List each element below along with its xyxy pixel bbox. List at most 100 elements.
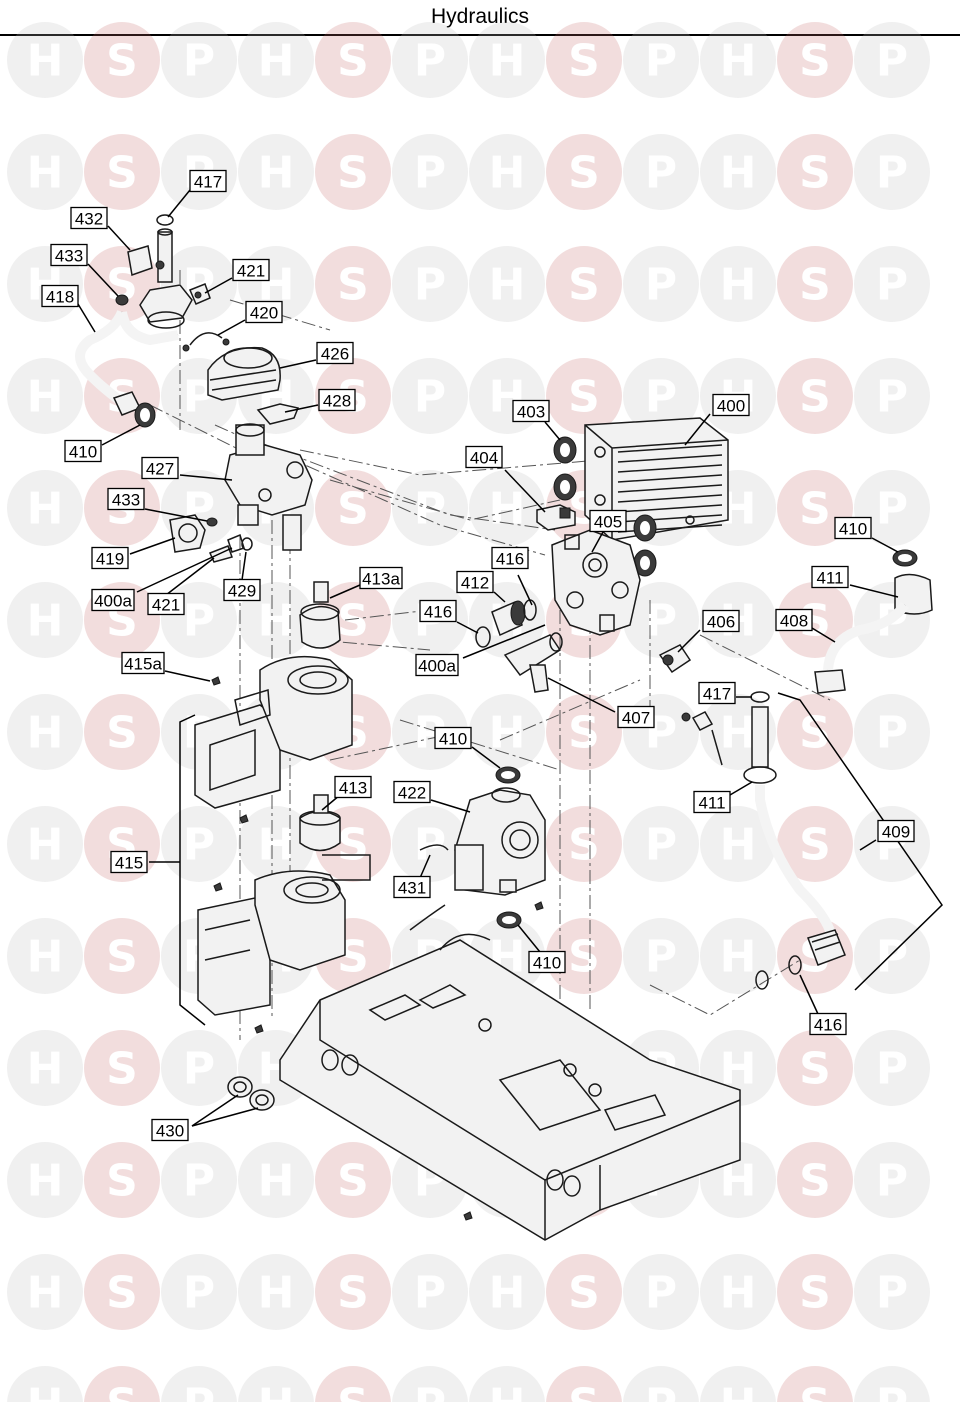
watermark-circle [623,22,699,98]
part-label-410a: 410 [64,439,102,463]
leader-line-409 [859,839,877,851]
part-label-box [528,950,566,974]
part-label-text: 413 [339,779,367,798]
watermark-letter: S [106,36,138,87]
leader-line-418 [77,303,96,333]
watermark-circle [315,1366,391,1402]
leader-line-408 [811,627,836,643]
part-label-box [151,1118,189,1142]
watermark-letter: P [645,36,677,87]
watermark-letter: S [337,1268,369,1319]
watermark-letter: S [106,932,138,983]
watermark-letter: H [258,36,295,87]
watermark-letter: H [489,708,526,759]
part-label-418: 418 [41,284,79,308]
watermark-circle [7,134,83,210]
watermark-letter: P [876,36,908,87]
watermark-circle [469,1254,545,1330]
watermark-circle [84,918,160,994]
part-label-400aa: 400a [91,588,135,612]
pipe-408 [814,549,933,694]
watermark-circle [161,1142,237,1218]
watermark-letter: S [568,820,600,871]
watermark-letter: P [876,1268,908,1319]
watermark-letter: S [568,708,600,759]
part-label-text: 415 [115,854,143,873]
part-label-text: 412 [461,574,489,593]
bracket-409 [777,692,943,991]
watermark-letter: P [414,1380,446,1402]
leader-line-432 [107,225,131,251]
watermark-letter: S [337,148,369,199]
watermark-letter: P [414,36,446,87]
watermark-letter: P [645,820,677,871]
clip-428 [256,403,300,425]
part-label-box [512,399,550,423]
part-label-421a: 421 [232,258,270,282]
watermark-circle [623,582,699,658]
part-label-text: 421 [152,596,180,615]
watermark-circle [777,1030,853,1106]
watermark-circle [623,1254,699,1330]
air-vent-413 [299,794,341,852]
watermark-letter: H [720,708,757,759]
valve-407 [503,632,563,693]
watermark-circle [700,1366,776,1402]
sensor-406 [658,644,692,674]
watermark-letter: P [876,1044,908,1095]
watermark-letter: S [337,596,369,647]
part-label-box [50,243,88,267]
watermark-circle [392,246,468,322]
watermark-letter: H [489,36,526,87]
part-label-text: 416 [496,550,524,569]
watermark-circle [469,134,545,210]
watermark-letter: P [876,1156,908,1207]
watermark-circle [161,1254,237,1330]
part-label-text: 433 [112,491,140,510]
part-label-text: 416 [424,603,452,622]
clip-404 [536,504,576,531]
watermark-circle [700,806,776,882]
watermark-letter: H [27,932,64,983]
leader-line-419 [129,537,176,555]
watermark-circle [623,918,699,994]
watermark-letter: S [106,1156,138,1207]
leader-line-416a [517,574,533,606]
watermark-letter: H [258,148,295,199]
leader-line-412 [493,591,506,603]
part-label-text: 400 [717,397,745,416]
part-label-429: 429 [223,578,261,602]
watermark-letter: H [489,260,526,311]
leader-line-410c [471,746,501,769]
watermark-letter: P [414,260,446,311]
watermark-letter: S [106,708,138,759]
part-label-box [110,850,148,874]
part-label-410d: 410 [528,950,566,974]
watermark-circle [84,22,160,98]
watermark-circle [546,134,622,210]
watermark-letter: S [799,1380,831,1402]
clip-420 [182,332,230,352]
watermark-circle [7,694,83,770]
watermark-circle [854,694,930,770]
part-label-421b: 421 [147,592,185,616]
watermark-circle [161,1030,237,1106]
leader-line-400 [684,413,711,446]
part-label-text: 405 [594,513,622,532]
watermark-circle [84,1142,160,1218]
watermark-letter: S [106,1044,138,1095]
watermark-circle [315,22,391,98]
part-label-box [465,445,503,469]
part-label-text: 400a [94,592,132,611]
part-label-text: 408 [780,612,808,631]
watermark-letter: H [720,932,757,983]
leader-line-426 [279,359,317,369]
watermark-circle [469,1366,545,1402]
watermark-letter: S [106,1268,138,1319]
part-label-text: 421 [237,262,265,281]
watermark-circle [777,470,853,546]
watermark-letter: P [645,372,677,423]
watermark-circle [777,1254,853,1330]
watermark-letter: H [720,820,757,871]
part-label-407: 407 [617,705,655,729]
